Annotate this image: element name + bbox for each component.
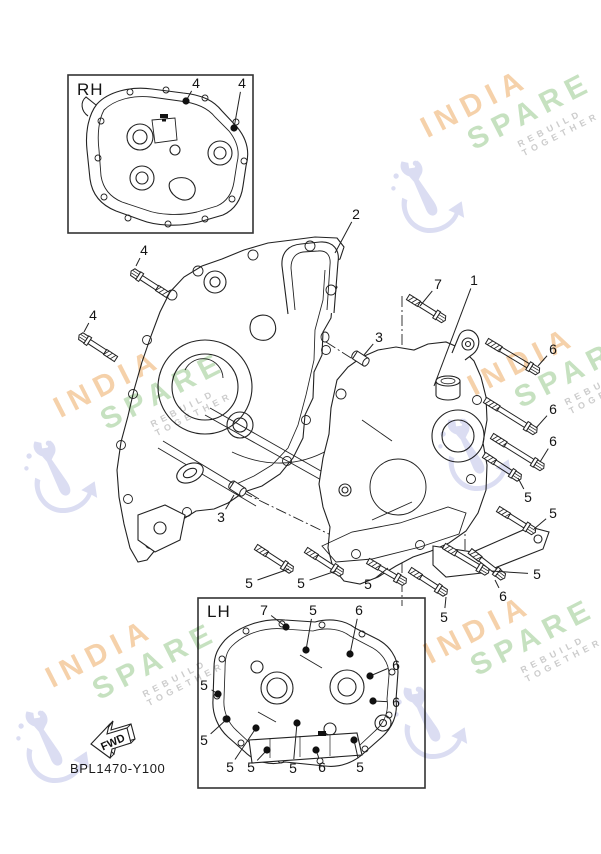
right-crankcase-half [318, 329, 550, 585]
fwd-arrow: FWD [90, 720, 136, 759]
rh-inset-drawing [67, 74, 254, 234]
left-crankcase-half [116, 236, 345, 563]
main-crankcase-drawing [76, 236, 550, 606]
lh-inset-drawing [197, 597, 426, 789]
lh-inset-label: LH [207, 602, 231, 621]
part-code-text: BPL1470-Y100 [70, 761, 166, 776]
rh-inset-label: RH [77, 80, 104, 99]
callout-leader-lines [83, 90, 549, 761]
